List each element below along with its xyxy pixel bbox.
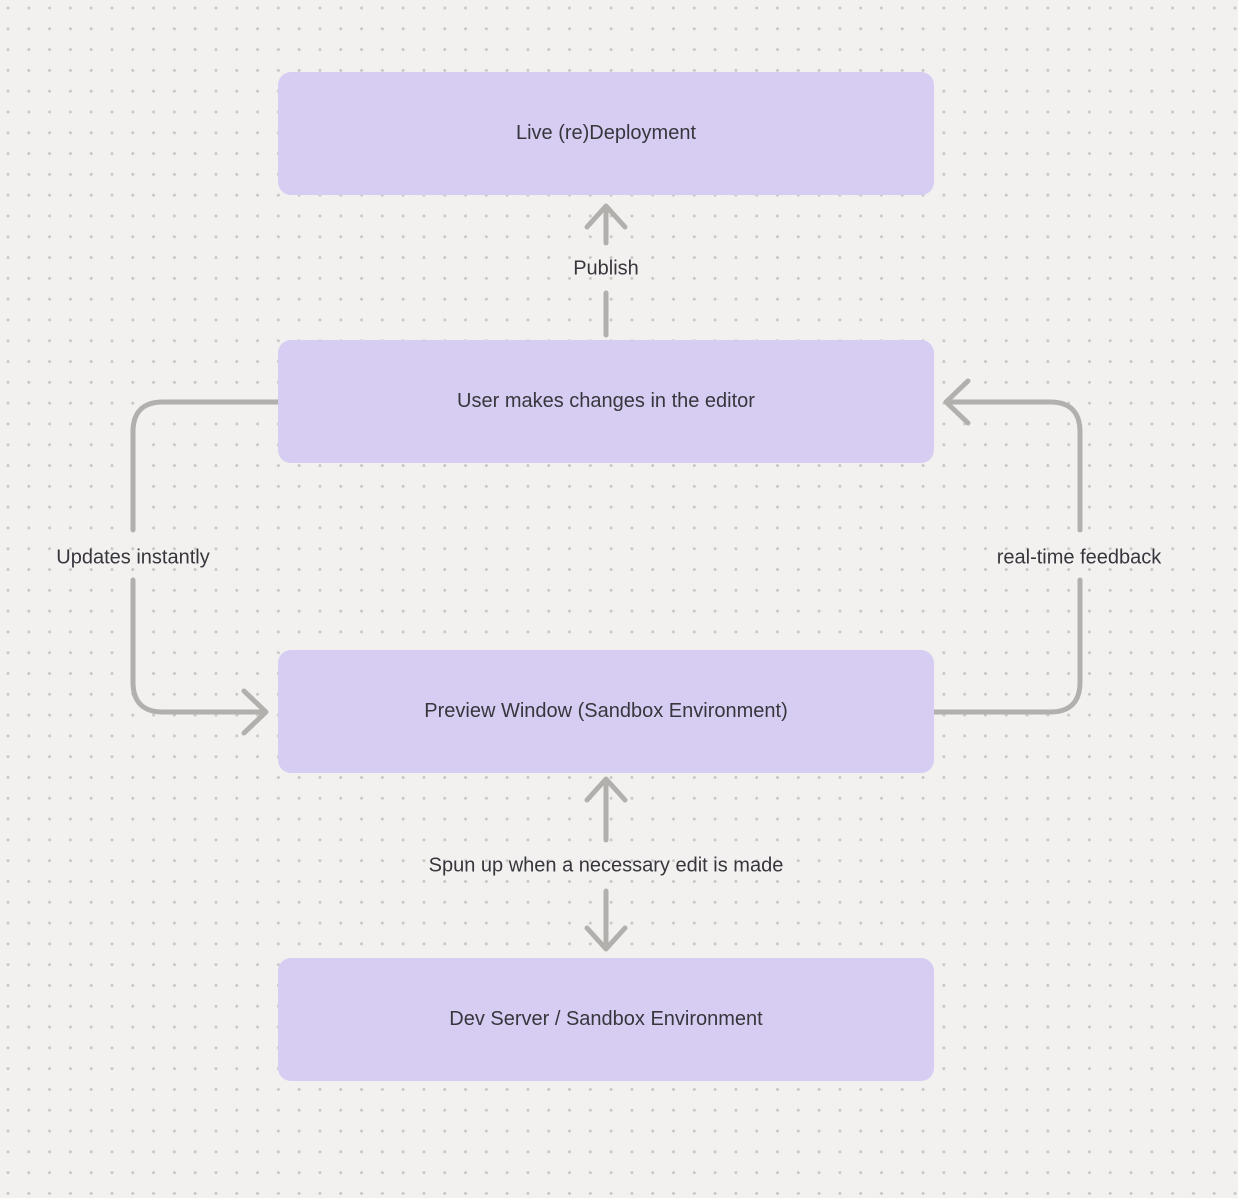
edge-label-spun-up: Spun up when a necessary edit is made xyxy=(428,854,784,877)
real-time-feedback-curved-arrow-icon xyxy=(931,378,1083,715)
updates-instantly-curved-arrow-icon xyxy=(130,399,281,736)
spun-up-up-arrow-icon xyxy=(584,776,628,843)
edge-label-real-time-feedback: real-time feedback xyxy=(996,546,1162,569)
node-preview-window: Preview Window (Sandbox Environment) xyxy=(278,650,934,773)
node-dev-server: Dev Server / Sandbox Environment xyxy=(278,958,934,1081)
spun-up-down-arrow-icon xyxy=(584,888,628,952)
edge-label-publish: Publish xyxy=(573,257,639,280)
node-live-redeployment: Live (re)Deployment xyxy=(278,72,934,195)
edge-label-updates-instantly: Updates instantly xyxy=(56,546,210,569)
node-user-editor: User makes changes in the editor xyxy=(278,340,934,463)
publish-up-arrow-icon xyxy=(584,203,628,338)
